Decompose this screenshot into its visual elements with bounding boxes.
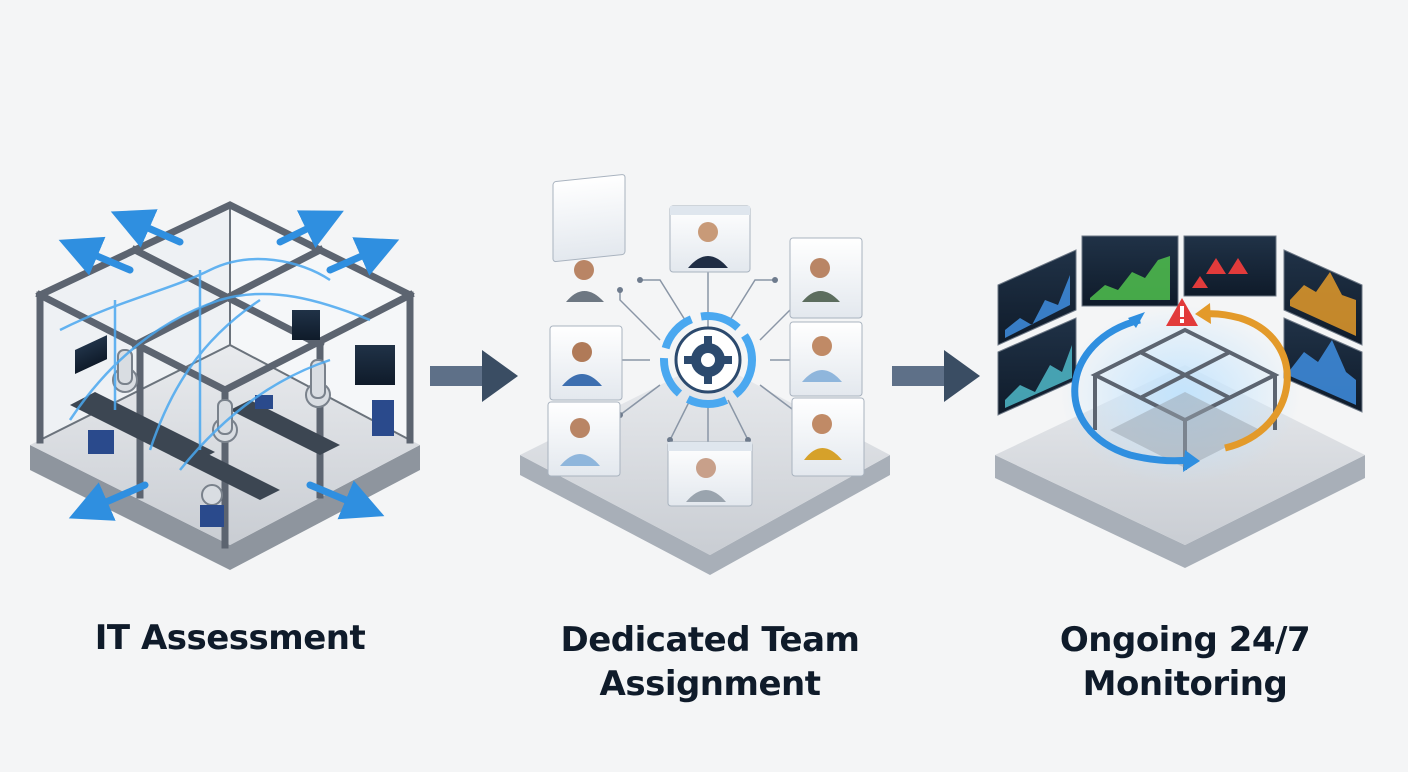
warning-icon bbox=[1192, 258, 1248, 288]
step-title-line: IT Assessment bbox=[94, 618, 366, 658]
profile-card-left-bottom bbox=[547, 401, 621, 477]
profile-card-right-mid bbox=[789, 321, 863, 397]
alert-panel bbox=[1183, 235, 1277, 297]
step-title-line: Assignment bbox=[599, 664, 821, 704]
profile-card-top bbox=[669, 205, 751, 273]
step-title-line: Monitoring bbox=[1082, 664, 1288, 704]
monitoring-dashboard-illustration bbox=[995, 235, 1365, 568]
step-title-line: Ongoing 24/7 bbox=[1059, 620, 1311, 660]
chart-panel-left-top bbox=[997, 249, 1077, 346]
alert-icon bbox=[1166, 298, 1198, 326]
profile-card-right-top bbox=[789, 237, 863, 319]
factory-blueprint-illustration bbox=[30, 201, 420, 570]
profile-card-bottom bbox=[667, 441, 753, 507]
step-title-team-assignment: Dedicated Team Assignment bbox=[530, 618, 890, 706]
arrow-right-icon bbox=[430, 350, 518, 402]
chart-panel-center bbox=[1081, 235, 1179, 307]
step-title-line: Dedicated Team bbox=[560, 620, 860, 660]
profile-card-right-bottom bbox=[791, 397, 865, 477]
step-title-it-assessment: IT Assessment bbox=[60, 616, 400, 660]
chart-panel-right-top bbox=[1283, 249, 1363, 346]
profile-card-left-mid bbox=[549, 325, 623, 401]
team-network-illustration bbox=[520, 174, 890, 575]
profile-card-left-top bbox=[552, 174, 626, 302]
gear-icon bbox=[684, 336, 732, 384]
arrow-right-icon bbox=[892, 350, 980, 402]
step-title-monitoring: Ongoing 24/7 Monitoring bbox=[1005, 618, 1365, 706]
